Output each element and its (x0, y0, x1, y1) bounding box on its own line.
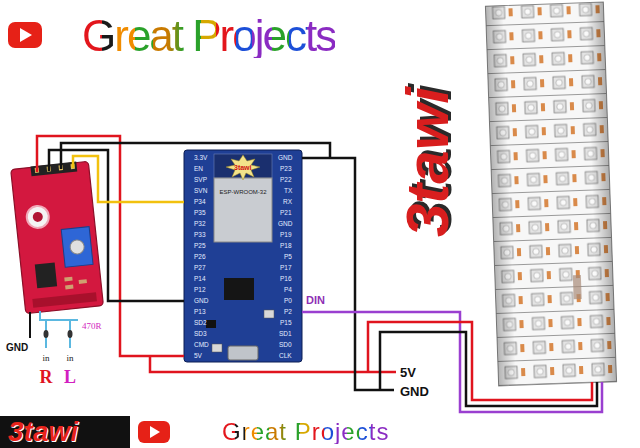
star-badge (226, 155, 260, 180)
usb-chip (224, 278, 254, 300)
pin-label: P35 (194, 210, 206, 217)
roll-shade (485, 2, 616, 386)
youtube-icon (138, 421, 170, 443)
led-strip-roll (485, 2, 616, 386)
pin-label: SVP (194, 177, 207, 184)
pin-label: P17 (280, 265, 292, 272)
youtube-icon (8, 22, 42, 48)
pin-label: CLK (279, 353, 292, 360)
wroom-shield (214, 178, 272, 242)
pin-label: P23 (280, 166, 292, 173)
power-label: GND (400, 385, 429, 398)
channel-label: R (40, 368, 53, 386)
pin-label: P33 (194, 232, 206, 239)
black-wire (49, 150, 184, 301)
pin-label: SVN (194, 188, 207, 195)
pin-name: GND (6, 343, 28, 353)
pin-label: P27 (194, 265, 206, 272)
pin-label: GND (194, 298, 208, 305)
input-label: in (67, 354, 74, 363)
esp32-board: ESP-WROOM-32 3tawi 3.3V EN SVP SVN P34P35P32P3… (184, 150, 302, 362)
blue-wire (40, 311, 78, 320)
red-wire (368, 322, 592, 400)
mounting-hole-center (32, 211, 43, 222)
yellow-wire (73, 156, 184, 202)
sensor-board (11, 161, 104, 313)
red-wire (37, 136, 184, 356)
pin-label: P13 (194, 309, 206, 316)
button (264, 310, 274, 318)
pin-label: SD2 (194, 320, 207, 327)
pin-label: 5V (194, 353, 202, 360)
pin-label: P5 (284, 254, 292, 261)
logo-ground (0, 416, 130, 448)
badge-label: 3tawi (234, 164, 252, 171)
pin-label: 3.3V (194, 155, 207, 162)
pin-label: P0 (284, 298, 292, 305)
pin-label: SD3 (194, 331, 207, 338)
red-wire (150, 356, 396, 372)
resistor-value: 470R (82, 322, 102, 331)
pin-label: P14 (194, 276, 206, 283)
pin-label: GND (278, 155, 292, 162)
regulator (206, 320, 216, 328)
button (212, 344, 222, 352)
pin-label: TX (284, 188, 292, 195)
pin-label: P25 (194, 243, 206, 250)
module-label: ESP-WROOM-32 (220, 189, 267, 195)
watermark: 3tawi (398, 87, 458, 237)
black-wire (29, 312, 31, 338)
pin-label: P15 (280, 320, 292, 327)
pin-label: P26 (194, 254, 206, 261)
pin-label: SD0 (279, 342, 292, 349)
pin-label: GND (278, 221, 292, 228)
pin-label: RX (283, 199, 292, 206)
pin-label: P18 (280, 243, 292, 250)
esp32-pcb (184, 150, 302, 362)
input-label: in (43, 354, 50, 363)
resistor-symbol (68, 330, 73, 338)
pin-label: P4 (284, 287, 292, 294)
mounting-hole (26, 205, 50, 229)
pin-label: CMD (194, 342, 209, 349)
play-triangle (150, 426, 160, 438)
smd-part (64, 277, 72, 282)
logo-text: 3tawi (8, 418, 78, 446)
pin-label: P34 (194, 199, 206, 206)
signal-name: DIN (306, 295, 325, 306)
play-triangle (20, 28, 32, 42)
pin-label: P16 (280, 276, 292, 283)
channel-label: L (64, 368, 76, 386)
pin-label: EN (194, 166, 203, 173)
smd-part (65, 285, 73, 290)
potentiometer (61, 227, 93, 268)
page-title: Great Projects (82, 14, 335, 58)
micro-usb (228, 346, 258, 360)
pin-label: P21 (280, 210, 292, 217)
channel-name: Great Projects (222, 420, 389, 444)
resistor-symbol (44, 330, 49, 338)
power-label: 5V (400, 366, 416, 379)
sound-sensor-module (11, 160, 104, 313)
pin-label: P19 (280, 232, 292, 239)
pin-label: P12 (194, 287, 206, 294)
pin-label: P32 (194, 221, 206, 228)
smd-part (79, 279, 87, 284)
pin-label: SD1 (279, 331, 292, 338)
pin-label: P22 (280, 177, 292, 184)
chip (35, 262, 57, 288)
led-strip (485, 2, 616, 386)
solder-joint (573, 275, 582, 299)
purple-wire (302, 312, 602, 412)
bottom-pads (32, 292, 97, 308)
esp32-board (184, 150, 302, 362)
pin-label: P2 (284, 309, 292, 316)
potentiometer-screw (69, 239, 84, 254)
black-wire (380, 332, 597, 406)
